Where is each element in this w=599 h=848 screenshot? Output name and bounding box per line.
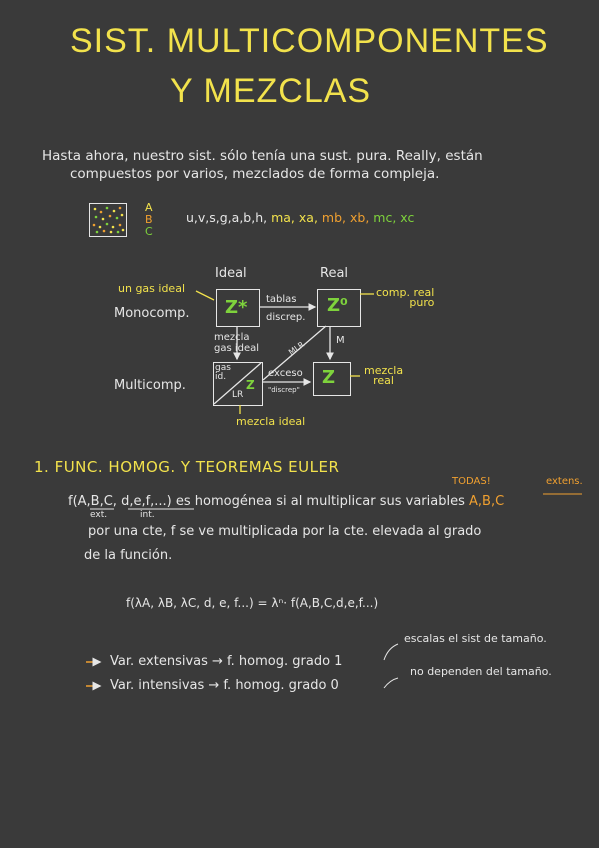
note-escalas: escalas el sist de tamaño. <box>404 632 547 645</box>
label-m: M <box>336 335 345 346</box>
label-discrep: discrep. <box>266 312 306 323</box>
box-ideal-multi <box>213 362 263 406</box>
var-mc: mc, <box>373 210 397 225</box>
var-mb: mb, <box>321 210 346 225</box>
variables-list: u,v,s,g,a,b,h, ma, xa, mb, xb, mc, xc <box>186 210 414 225</box>
ext-vars-line: Var. extensivas → f. homog. grado 1 <box>110 654 343 669</box>
label-mlr: MLR <box>286 339 306 358</box>
var-xb: xb, <box>349 210 370 225</box>
homog-line-2: por una cte, f se ve multiplicada por la… <box>88 524 482 539</box>
header-ideal: Ideal <box>215 266 247 281</box>
mixture-box-icon <box>89 203 127 237</box>
label-gas-id: gas id. <box>215 363 231 382</box>
homog-line-1-rest: es homogénea si al multiplicar sus varia… <box>175 494 465 509</box>
row-monocomp: Monocomp. <box>114 306 190 321</box>
intro-line-1: Hasta ahora, nuestro sist. sólo tenía un… <box>42 148 483 164</box>
label-mezcla-ideal: mezcla ideal <box>236 415 306 428</box>
label-lr: LR <box>232 390 244 400</box>
title-line-2: Y MEZCLAS <box>170 72 372 110</box>
label-discrep-quoted: "discrep" <box>268 386 300 394</box>
label-comp-real-puro: comp. real puro <box>376 286 435 309</box>
intro-line-2: compuestos por varios, mezclados de form… <box>70 166 440 182</box>
var-xc: xc <box>400 210 415 225</box>
z-zero: Z⁰ <box>327 295 348 316</box>
euler-formula: f(λA, λB, λC, d, e, f...) = λⁿ· f(A,B,C,… <box>126 596 379 610</box>
var-ma: ma, <box>271 210 295 225</box>
legend-a: A <box>145 201 153 214</box>
z-star: Z* <box>225 297 248 318</box>
f-expression: f(A,B,C, d,e,f,...) <box>68 494 172 509</box>
label-abc: A,B,C <box>469 494 505 509</box>
box-ideal-mono <box>216 289 260 327</box>
section-1-heading: 1. FUNC. HOMOG. Y TEOREMAS EULER <box>34 458 340 476</box>
homog-line-3: de la función. <box>84 548 173 563</box>
title-line-1: SIST. MULTICOMPONENTES <box>70 22 549 60</box>
label-todas: TODAS! <box>452 476 491 487</box>
variables-white: u,v,s,g,a,b,h, <box>186 210 268 225</box>
z-ideal-mix: Z <box>246 378 255 392</box>
label-mezcla-gas-ideal: mezcla gas ideal <box>214 332 260 354</box>
header-real: Real <box>320 266 349 281</box>
label-un-gas-ideal: un gas ideal <box>118 282 185 295</box>
note-no-dependen: no dependen del tamaño. <box>410 665 552 678</box>
label-int: int. <box>140 510 155 520</box>
box-real-mono <box>317 289 361 327</box>
legend-b: B <box>145 213 153 226</box>
mixture-dots-icon <box>92 206 125 234</box>
legend-c: C <box>145 225 153 238</box>
row-multicomp: Multicomp. <box>114 378 186 393</box>
label-exceso: exceso <box>268 368 303 379</box>
int-vars-line: Var. intensivas → f. homog. grado 0 <box>110 678 339 693</box>
label-extens: extens. <box>546 476 583 487</box>
var-xa: xa, <box>298 210 318 225</box>
label-tablas: tablas <box>266 294 297 305</box>
label-ext: ext. <box>90 510 108 520</box>
label-mezcla-real: mezcla real <box>364 364 404 387</box>
z-real-mix: Z <box>322 367 336 388</box>
homog-line-1: f(A,B,C, d,e,f,...) es homogénea si al m… <box>68 494 504 509</box>
